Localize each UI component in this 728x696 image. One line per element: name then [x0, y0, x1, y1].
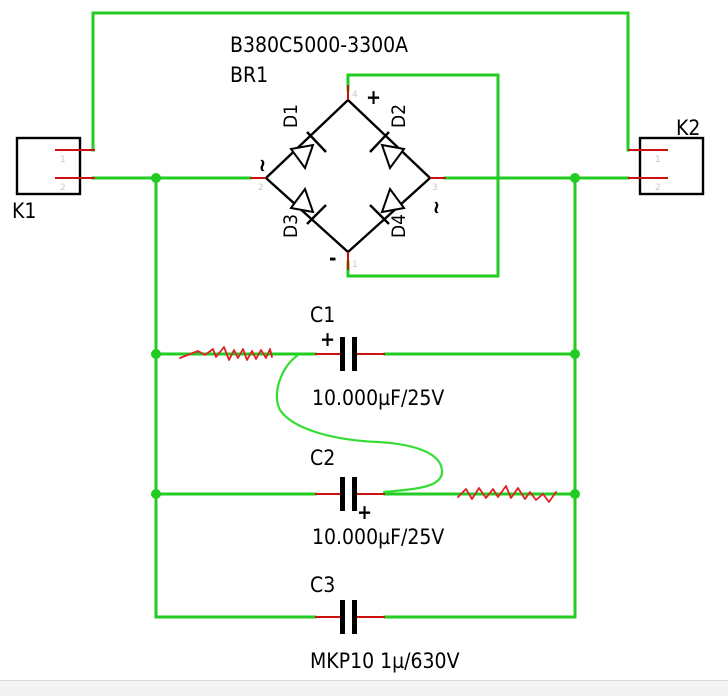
capacitor-c2-plate — [352, 477, 357, 511]
capacitor-c2-polarity: + — [357, 500, 372, 524]
diode-d4-label: D4 — [388, 214, 410, 238]
connector-k2-label: K2 — [676, 116, 700, 140]
pin-number: 2 — [655, 183, 661, 193]
annotation-red-scribble — [457, 485, 557, 503]
connector-k1[interactable]: 1 2 K1 — [12, 136, 95, 223]
capacitor-c1-plate — [340, 337, 345, 371]
capacitor-c2-ref: C2 — [310, 446, 335, 470]
capacitor-c1-plate — [352, 337, 357, 371]
annotations — [179, 346, 557, 503]
capacitor-c3-plate — [352, 600, 357, 634]
wire-top-loop — [91, 11, 630, 152]
bridge-part-number: B380C5000-3300A — [230, 33, 408, 57]
capacitor-c2-value: 10.000µF/25V — [312, 525, 444, 549]
diode-d2-label: D2 — [388, 104, 410, 128]
capacitor-c1-value: 10.000µF/25V — [312, 386, 444, 410]
connector-k2-body — [638, 136, 705, 196]
bridge-ref: BR1 — [230, 63, 268, 87]
junction-dot — [570, 489, 580, 499]
capacitor-c3-plate — [340, 600, 345, 634]
pin-number: 2 — [258, 183, 264, 193]
junctions — [151, 173, 580, 499]
connector-k1-label: K1 — [12, 199, 36, 223]
capacitor-c2-plate — [340, 477, 345, 511]
bridge-ac-right-symbol: ~ — [425, 200, 449, 215]
pin-number: 1 — [352, 260, 358, 270]
pin-number: 4 — [352, 90, 358, 100]
capacitor-c1-polarity: + — [320, 327, 335, 351]
diode-d3 — [289, 186, 327, 225]
junction-dot — [151, 349, 161, 359]
diode-d2 — [369, 131, 406, 171]
pin-number: 1 — [655, 155, 661, 165]
pin-number: 1 — [60, 155, 66, 165]
annotation-green-loop — [275, 353, 444, 494]
bridge-ac-left-symbol: ~ — [251, 158, 275, 173]
annotation-red-scribble — [179, 346, 273, 361]
pin-number: 2 — [60, 183, 66, 193]
capacitor-c2[interactable]: C2 + 10.000µF/25V — [310, 446, 444, 549]
pin-number: 3 — [432, 183, 438, 193]
bridge-rectifier[interactable]: B380C5000-3300A BR1 4 1 2 3 — [230, 33, 449, 270]
junction-dot — [151, 173, 161, 183]
connector-k2[interactable]: 1 2 K2 — [628, 116, 705, 196]
capacitor-c1[interactable]: C1 + 10.000µF/25V — [310, 303, 444, 410]
bridge-minus-symbol: - — [329, 246, 336, 270]
capacitor-c3[interactable]: C3 MKP10 1µ/630V — [310, 573, 460, 673]
status-bar — [0, 680, 728, 696]
capacitor-c3-value: MKP10 1µ/630V — [310, 649, 460, 673]
diode-d4 — [369, 186, 406, 225]
junction-dot — [570, 173, 580, 183]
capacitor-c3-ref: C3 — [310, 573, 335, 597]
diode-d3-label: D3 — [280, 214, 302, 238]
wires — [91, 11, 630, 619]
diode-d1-label: D1 — [280, 104, 302, 128]
junction-dot — [151, 489, 161, 499]
capacitor-c1-ref: C1 — [310, 303, 335, 327]
bridge-plus-symbol: + — [366, 85, 381, 109]
connector-k1-body — [15, 136, 82, 196]
diode-d1 — [289, 131, 327, 171]
junction-dot — [570, 349, 580, 359]
wire-bridge-dc-loop — [346, 73, 500, 278]
